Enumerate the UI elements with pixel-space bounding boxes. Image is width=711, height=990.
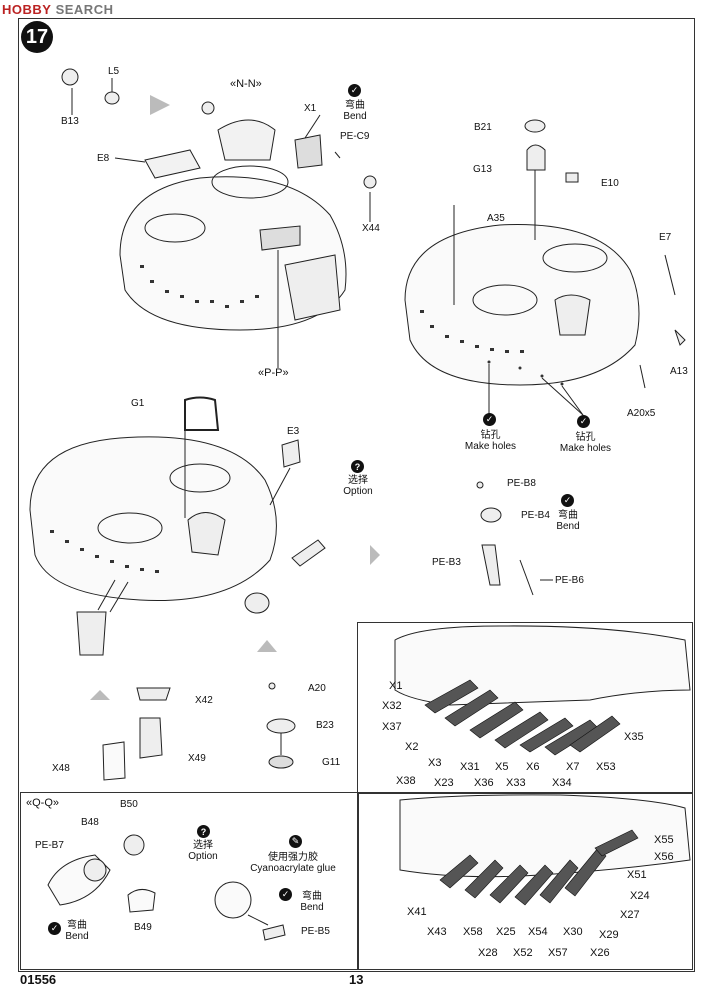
part-label-B13: B13 [61, 116, 79, 127]
part-label-X57: X57 [548, 947, 568, 959]
part-label-X29: X29 [599, 929, 619, 941]
part-label-X51: X51 [627, 869, 647, 881]
make-holes-icon-1: ✓ [483, 413, 496, 426]
watermark-brand: HOBBY [2, 2, 52, 17]
part-label-X37: X37 [382, 721, 402, 733]
part-label-B23: B23 [316, 720, 334, 731]
part-label-PE-B8: PE-B8 [507, 478, 536, 489]
step-number-badge: 17 [21, 21, 53, 53]
bend-check-icon-3: ✓ [279, 888, 292, 901]
part-label-X28: X28 [478, 947, 498, 959]
part-label-E7: E7 [659, 232, 672, 243]
part-label-X31: X31 [460, 761, 480, 773]
turret-edge-detail-1 [394, 625, 691, 706]
part-label-G11: G11 [322, 757, 341, 768]
section-label-pp: «P-P» [258, 367, 289, 379]
part-label-A20x5: A20x5 [627, 408, 656, 419]
part-label-PE-B5: PE-B5 [301, 926, 330, 937]
option-question-icon-1: ? [351, 460, 364, 473]
part-label-B21: B21 [474, 122, 492, 133]
part-label-X38: X38 [396, 775, 416, 787]
part-label-X7: X7 [566, 761, 580, 773]
part-label-PE-B4: PE-B4 [521, 510, 550, 521]
part-label-X58: X58 [463, 926, 483, 938]
page-number: 13 [349, 972, 364, 987]
turret-edge-detail-2 [399, 794, 691, 878]
part-label-B50: B50 [120, 799, 138, 810]
hobbysearch-watermark: HOBBY SEARCH [2, 2, 113, 17]
part-label-G1: G1 [131, 398, 145, 409]
part-label-B48: B48 [81, 817, 99, 828]
part-label-B49: B49 [134, 922, 152, 933]
product-code: 01556 [20, 972, 57, 987]
option-question-icon-2: ? [197, 825, 210, 838]
part-label-E10: E10 [601, 178, 619, 189]
part-label-X48: X48 [52, 763, 70, 774]
part-label-PE-C9: PE-C9 [340, 131, 370, 142]
bend-check-icon-2: ✓ [561, 494, 574, 507]
part-label-A13: A13 [670, 366, 688, 377]
part-label-X49: X49 [188, 753, 206, 764]
part-label-X44: X44 [362, 223, 380, 234]
watermark-rest: SEARCH [55, 2, 114, 17]
part-label-PE-B6: PE-B6 [555, 575, 584, 586]
part-label-X56: X56 [654, 851, 674, 863]
part-label-X3: X3 [428, 757, 442, 769]
detail-box-qq [20, 792, 359, 970]
part-label-X1-top: X1 [304, 103, 317, 114]
part-label-X55: X55 [654, 834, 674, 846]
bend-check-icon: ✓ [348, 84, 361, 97]
part-label-X41: X41 [407, 906, 427, 918]
part-label-PE-B3: PE-B3 [432, 557, 461, 568]
part-label-X33: X33 [506, 777, 526, 789]
part-label-X35: X35 [624, 731, 644, 743]
part-label-E8: E8 [97, 153, 110, 164]
section-label-nn: «N-N» [230, 78, 262, 90]
part-label-X25: X25 [496, 926, 516, 938]
part-label-A35: A35 [487, 213, 505, 224]
part-label-X54: X54 [528, 926, 548, 938]
make-holes-icon-2: ✓ [577, 415, 590, 428]
part-label-E3: E3 [287, 426, 300, 437]
part-label-X26: X26 [590, 947, 610, 959]
part-label-X23: X23 [434, 777, 454, 789]
part-label-X5: X5 [495, 761, 509, 773]
part-label-X42: X42 [195, 695, 213, 706]
part-label-X30: X30 [563, 926, 583, 938]
part-label-X27: X27 [620, 909, 640, 921]
part-label-X36: X36 [474, 777, 494, 789]
turret-body-3 [29, 436, 277, 601]
part-label-X34: X34 [552, 777, 572, 789]
part-label-X24: X24 [630, 890, 650, 902]
part-label-X53: X53 [596, 761, 616, 773]
detail-box-lower-right [357, 792, 693, 970]
detail-box-upper-right [357, 622, 693, 794]
part-label-X43: X43 [427, 926, 447, 938]
glue-icon: ✎ [289, 835, 302, 848]
bend-check-icon-4: ✓ [48, 922, 61, 935]
turret-body-2 [404, 224, 640, 386]
part-label-X32: X32 [382, 700, 402, 712]
part-label-X52: X52 [513, 947, 533, 959]
part-label-X1: X1 [389, 680, 403, 692]
part-label-X2: X2 [405, 741, 419, 753]
instruction-frame [18, 18, 695, 972]
section-label-qq: «Q-Q» [26, 797, 60, 809]
part-label-A20: A20 [308, 683, 326, 694]
part-label-PE-B7: PE-B7 [35, 840, 64, 851]
part-label-L5: L5 [108, 66, 120, 77]
part-label-X6: X6 [526, 761, 540, 773]
part-label-G13: G13 [473, 164, 492, 175]
